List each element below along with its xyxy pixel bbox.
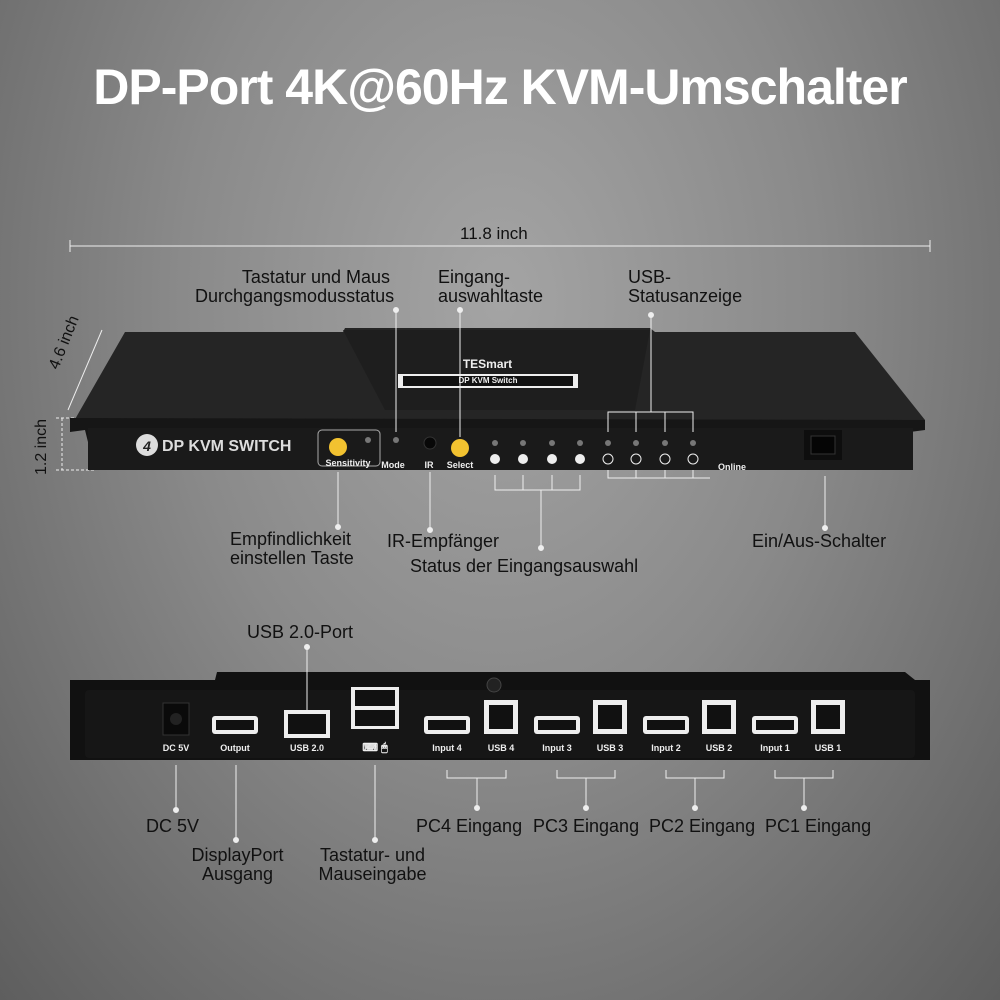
brand-logo: TESmart [462,357,513,371]
select-label: Select [446,460,474,470]
port-label: USB 1 [814,743,842,753]
callout-pc4: PC4 Eingang [416,816,523,836]
page-title: DP-Port 4K@60Hz KVM-Umschalter [93,59,907,115]
port-label: USB 2 [705,743,733,753]
callout-sensitivity: Empfindlichkeit einstellen Taste [230,529,354,568]
callout-select: Eingang- auswahltaste [438,267,544,306]
sensitivity-label: Sensitivity [325,458,371,468]
callout-input-status: Status der Eingangsauswahl [410,556,639,576]
callout-km: Tastatur- und Mauseingabe [318,845,427,884]
callout-ir: IR-Empfänger [387,531,500,551]
width-dimension: 11.8 inch [460,224,528,243]
callout-power: Ein/Aus-Schalter [752,531,887,551]
height-dimension: 1.2 inch [33,418,50,475]
dc-jack [162,702,190,736]
select-button [451,439,469,457]
callout-lines [173,307,834,843]
model-label: DP KVM SWITCH [162,438,292,455]
brand-sub: DP KVM Switch [458,376,518,385]
port-label: USB 3 [596,743,624,753]
port-label: Input 1 [760,743,790,753]
callout-pc3: PC3 Eingang [533,816,640,836]
port-label: USB 2.0 [289,743,325,753]
ir-receiver [423,436,437,450]
callout-mode: Tastatur und Maus Durchgangsmodusstatus [195,267,395,306]
port-label: DC 5V [162,743,190,753]
ir-label: IR [424,460,434,470]
callout-dc: DC 5V [146,816,200,836]
callout-usb20: USB 2.0-Port [247,622,354,642]
port-label: Input 4 [432,743,462,753]
port-label: Input 2 [651,743,681,753]
port-label: USB 4 [487,743,515,753]
callout-pc2: PC2 Eingang [649,816,756,836]
online-label: Online [717,462,747,472]
mode-label: Mode [381,460,405,470]
model-number: 4 [143,438,151,454]
back-panel [70,672,930,760]
callout-pc1: PC1 Eingang [765,816,872,836]
keyboard-mouse-icon: ⌨ 🖱 [362,742,388,754]
callout-usb-status: USB- Statusanzeige [628,267,743,306]
callout-dp-out: DisplayPort Ausgang [191,845,284,884]
port-label: Output [220,743,250,753]
port-label: Input 3 [542,743,572,753]
sensitivity-button [329,438,347,456]
front-panel [70,328,925,470]
